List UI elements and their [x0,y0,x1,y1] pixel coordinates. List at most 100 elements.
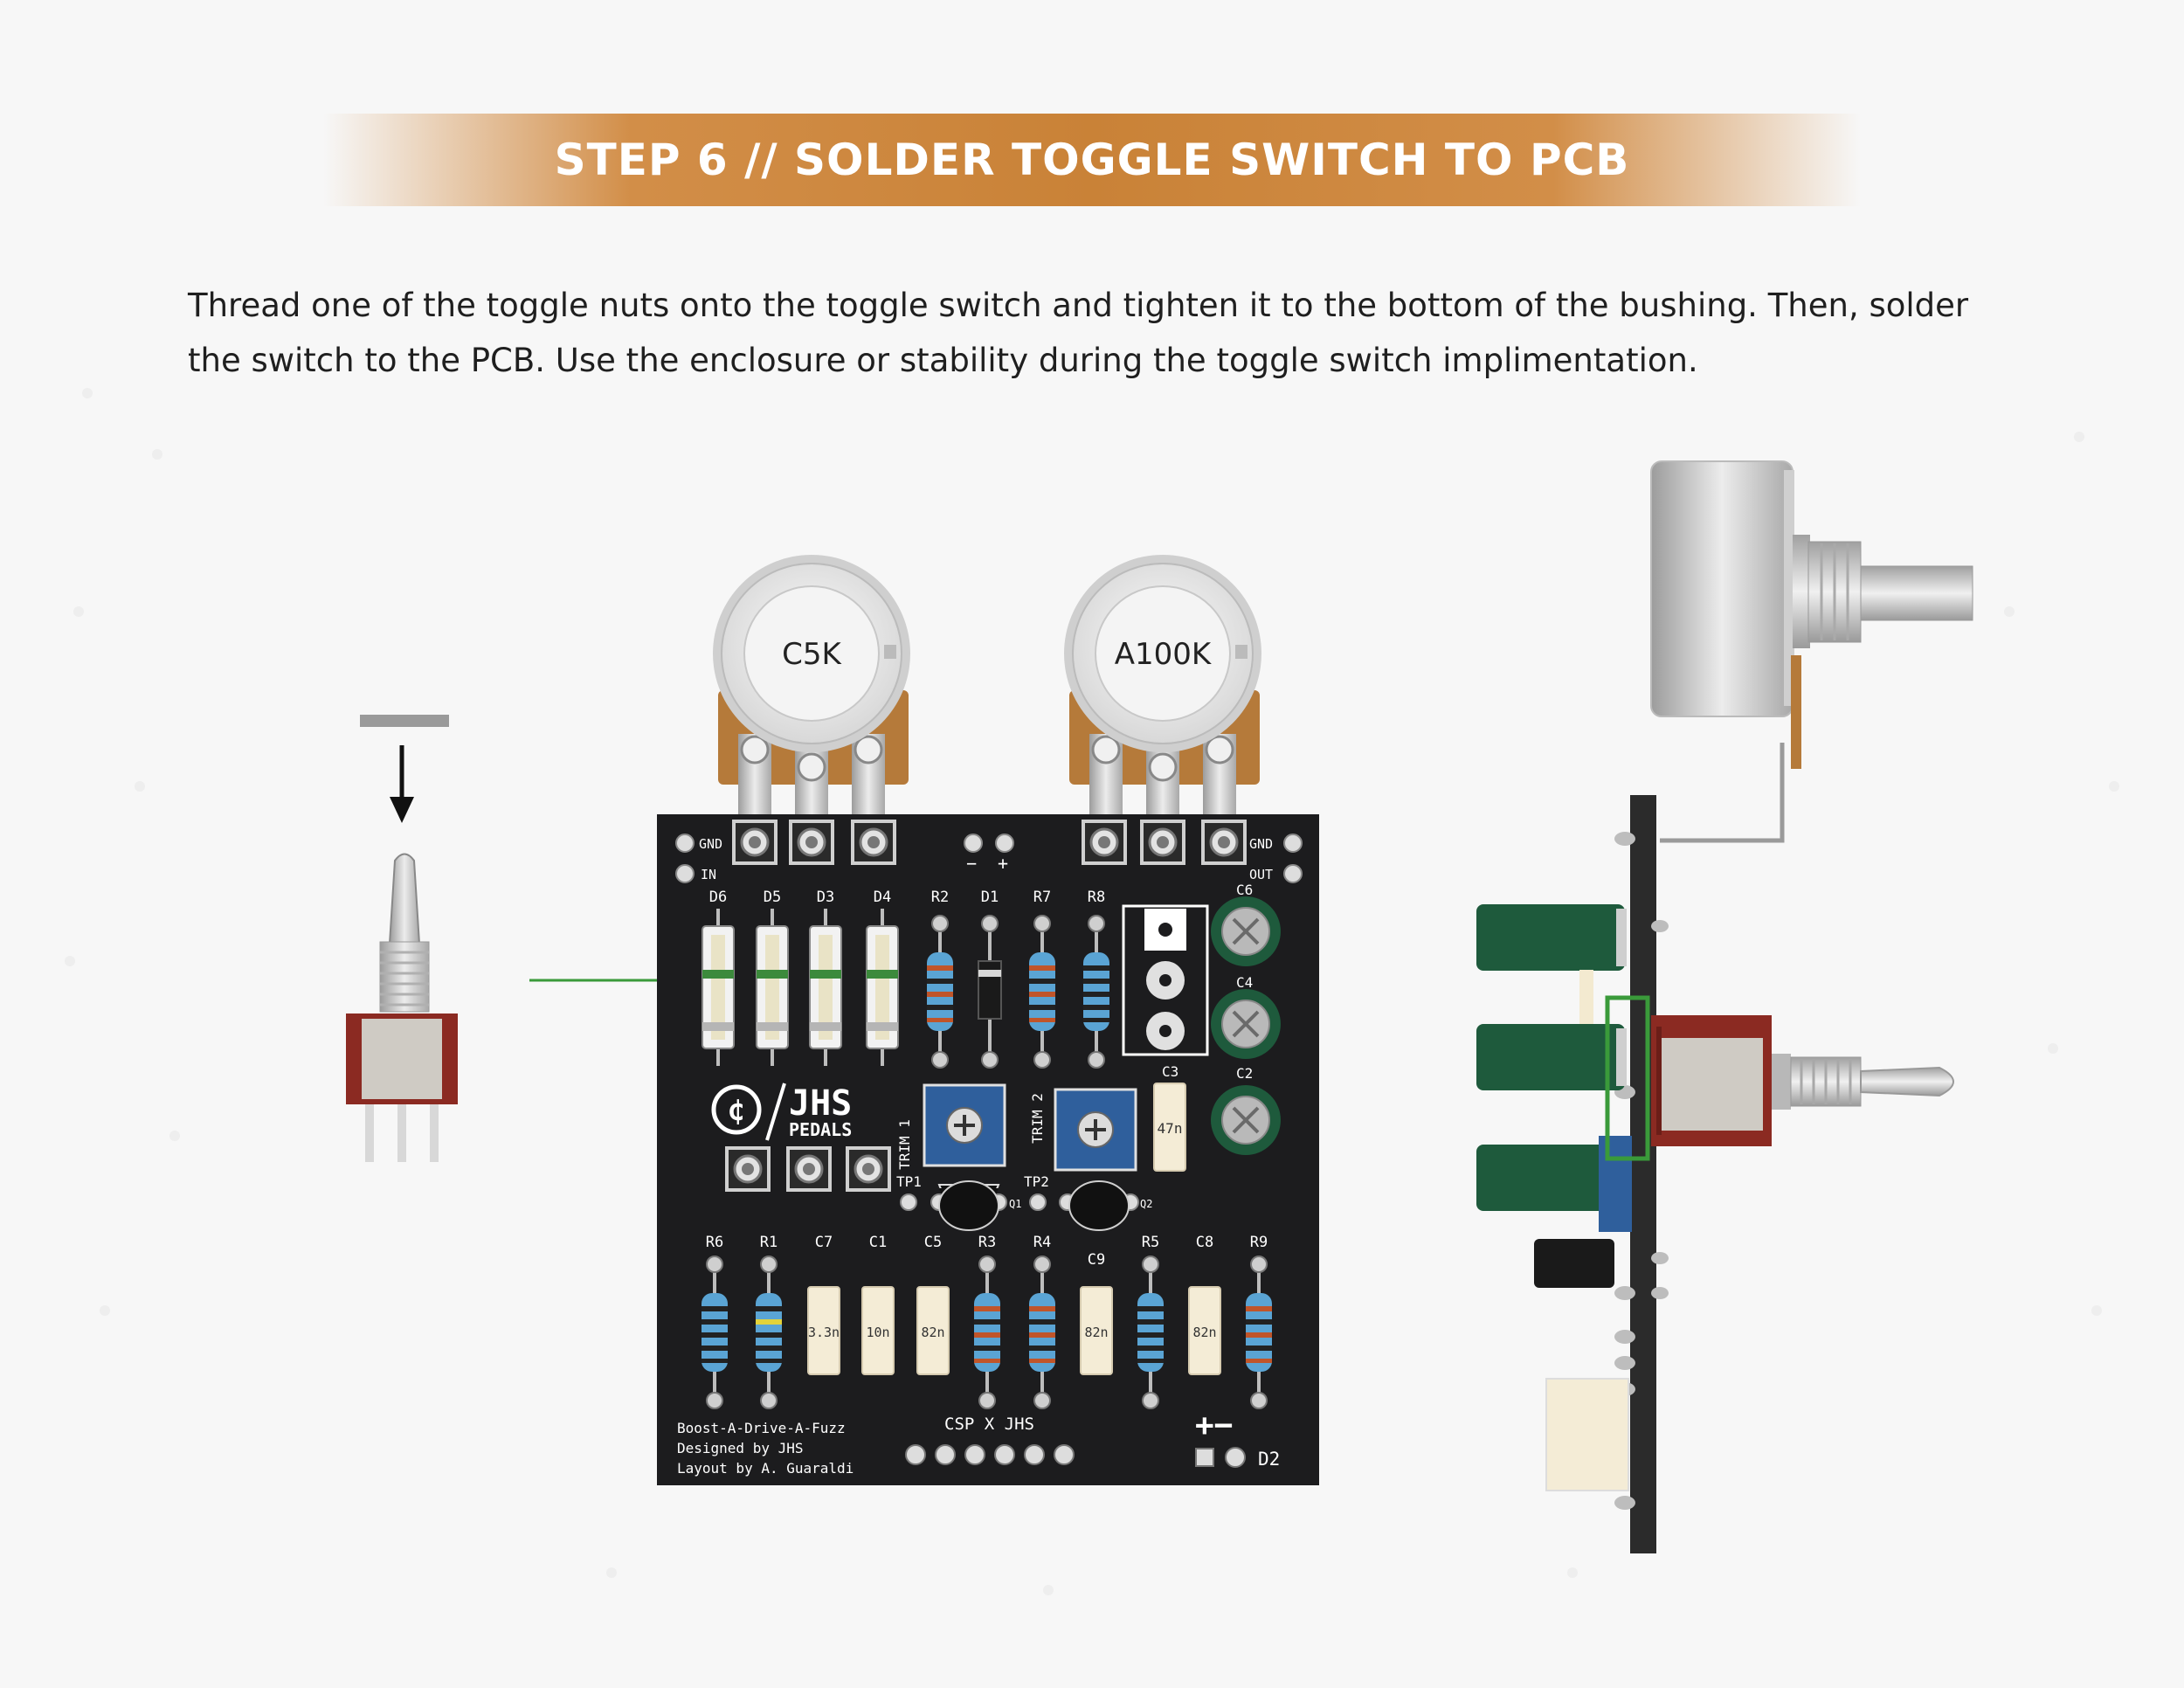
diode-d6 [701,907,736,1068]
label-r7: R7 [1033,889,1051,906]
label-r3: R3 [978,1234,996,1251]
capacitor-c9: 82n [1080,1286,1113,1375]
label-c9: C9 [1088,1251,1105,1269]
label-r9: R9 [1250,1234,1268,1251]
c9-value: 82n [1084,1325,1108,1340]
side-pcb-edge [1630,795,1656,1553]
toggle-nut-diagram [346,715,458,1162]
side-transistor [1534,1239,1614,1288]
transistor-q1 [937,1180,1000,1231]
capacitor-c5: 82n [916,1286,950,1375]
label-r6: R6 [706,1234,723,1251]
label-q1: Q1 [1009,1198,1021,1210]
d2-pad-square [1195,1448,1214,1467]
power-symbol: +− [1195,1408,1233,1443]
toggle-highlight-box [1605,995,1650,1161]
logo-pedals: PEDALS [789,1119,852,1140]
pad-label-plus: + [998,853,1008,874]
label-d3: D3 [817,889,834,906]
pot-label-left: C5K [782,637,842,672]
logo-jhs: JHS [789,1083,852,1124]
label-d1: D1 [981,889,999,906]
resistor-r1 [754,1255,784,1410]
instruction-line-1: Thread one of the toggle nuts onto the t… [188,287,1969,324]
label-d2: D2 [1258,1449,1280,1470]
side-view [1476,460,1973,1553]
label-trim2: TRIM 2 [1029,1093,1046,1144]
label-c3: C3 [1162,1063,1178,1080]
instruction-line-2: the switch to the PCB. Use the enclosure… [188,342,1698,379]
label-c2: C2 [1236,1065,1253,1082]
pad-label-gnd-right: GND [1249,836,1273,852]
c1-value: 10n [866,1325,889,1340]
capacitor-c3: 47n [1153,1083,1186,1172]
label-c5: C5 [924,1234,942,1251]
side-toggle-lever [1860,1066,1954,1097]
csp-label: CSP X JHS [944,1415,1034,1434]
credit-line-2: Designed by JHS [677,1440,804,1456]
potentiometer-left: C5K [713,555,910,817]
label-r4: R4 [1033,1234,1051,1251]
toggle-nut [360,715,449,727]
label-r2: R2 [931,889,949,906]
toggle-switch-front [346,853,458,1162]
potentiometer-right: A100K [1064,555,1261,817]
label-c1: C1 [869,1234,887,1251]
page-title: STEP 6 // SOLDER TOGGLE SWITCH TO PCB [554,135,1630,185]
side-film-capacitor [1545,1378,1629,1491]
side-capacitors [1476,904,1627,1211]
label-tp2: TP2 [1024,1173,1049,1190]
toggle-footprint [1122,904,1209,1056]
diode-d3 [808,907,843,1068]
label-trim1: TRIM 1 [896,1119,913,1170]
trimpot-2 [1054,1088,1137,1172]
c5-value: 82n [921,1325,944,1340]
background-pattern [65,388,2119,1595]
pad-label-minus: − [966,853,977,874]
capacitor-c7: 3.3n [807,1286,840,1375]
side-pot-body [1650,460,1794,717]
instructions: Thread one of the toggle nuts onto the t… [188,278,2014,388]
capacitor-c2 [1209,1083,1282,1157]
pot-label-right: A100K [1115,637,1213,672]
credit-line-3: Layout by A. Guaraldi [677,1460,854,1477]
pad-label-in: IN [701,867,716,882]
label-r5: R5 [1142,1234,1159,1251]
pad-label-gnd-left: GND [699,836,722,852]
capacitor-c8: 82n [1188,1286,1221,1375]
label-c4: C4 [1236,974,1253,991]
trimpot-1 [923,1083,1006,1167]
label-tp1: TP1 [896,1173,922,1190]
label-c7: C7 [815,1234,833,1251]
label-d4: D4 [874,889,891,906]
c7-value: 3.3n [808,1325,840,1340]
diode-d5 [755,907,790,1068]
jhs-logo: ¢ JHS PEDALS [711,1083,852,1141]
label-r8: R8 [1088,889,1105,906]
diode-d1 [978,915,1002,1069]
credit-line-1: Boost-A-Drive-A-Fuzz [677,1420,846,1436]
label-d6: D6 [709,889,727,906]
label-r1: R1 [760,1234,778,1251]
capacitor-c6 [1209,895,1282,968]
label-c6: C6 [1236,882,1253,898]
side-pot-shaft [1860,565,1973,621]
svg-text:¢: ¢ [728,1093,745,1128]
c8-value: 82n [1192,1325,1216,1340]
transistor-q2 [1068,1180,1130,1231]
capacitor-c1: 10n [861,1286,895,1375]
label-q2: Q2 [1140,1198,1152,1210]
side-trimpot [1599,1136,1632,1232]
diode-d4 [865,907,900,1068]
d2-pad-round [1225,1447,1246,1468]
capacitor-c4 [1209,987,1282,1061]
title-banner: STEP 6 // SOLDER TOGGLE SWITCH TO PCB [323,114,1861,206]
down-arrow-head-icon [390,797,414,823]
label-c8: C8 [1196,1234,1213,1251]
c3-value: 47n [1158,1120,1183,1137]
pcb-board: GND IN − + GND OUT D6 D5 D3 D4 R2 D1 R7 … [657,814,1319,1485]
pad-label-out: OUT [1249,867,1273,882]
label-d5: D5 [764,889,781,906]
